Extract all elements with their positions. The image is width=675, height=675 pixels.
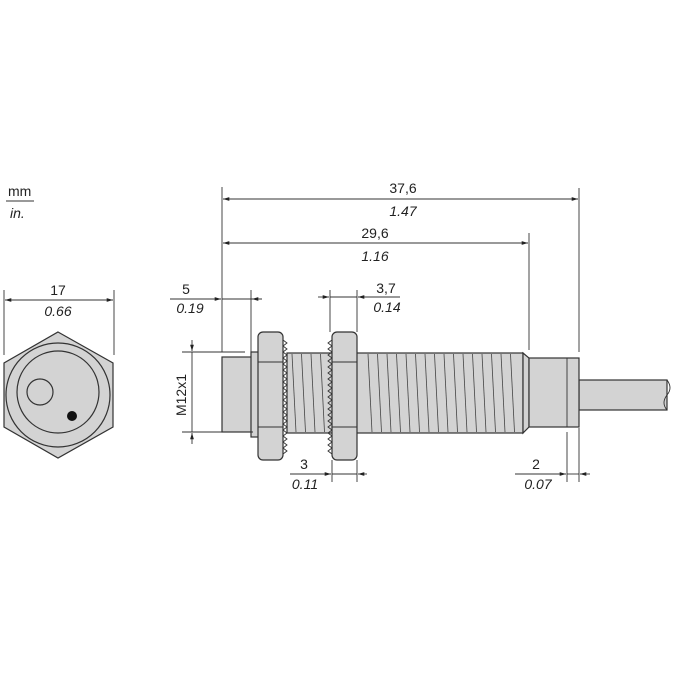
dimensions: 37,6 1.47 29,6 1.16 5 0.19 3,7 0.14 M12x… (170, 180, 590, 492)
thread-line (377, 353, 382, 433)
thread-line (500, 353, 506, 433)
serrated-washer (327, 339, 333, 455)
width-in: 0.66 (44, 303, 71, 319)
unit-inch: in. (10, 205, 25, 221)
indicator-dot (67, 411, 77, 421)
nut-front (257, 331, 284, 461)
thread-line (453, 353, 458, 433)
thread-line (443, 353, 449, 433)
thread-line (424, 353, 430, 433)
thread-line (396, 353, 401, 433)
face-length-in: 0.19 (176, 300, 203, 316)
thread-length-in: 1.16 (361, 248, 388, 264)
nut-rear (331, 331, 358, 461)
face-length-mm: 5 (182, 281, 190, 297)
thread-line (472, 353, 477, 433)
thread-line (320, 353, 325, 433)
cap-length-mm: 2 (532, 456, 540, 472)
nut-thickness-mm: 3,7 (376, 280, 396, 296)
overall-length-mm: 37,6 (389, 180, 416, 196)
thread-line (310, 353, 316, 433)
sensing-face (221, 356, 253, 433)
thread-line (386, 353, 392, 433)
thread-line (367, 353, 373, 433)
thread-line (481, 353, 487, 433)
nut-thickness-in: 0.14 (373, 299, 400, 315)
units-legend: mm in. (6, 183, 34, 221)
overall-length-in: 1.47 (389, 203, 417, 219)
thread-line (291, 353, 297, 433)
thread-line (301, 353, 306, 433)
width-mm: 17 (50, 282, 66, 298)
front-view: 17 0.66 (3, 282, 115, 459)
unit-mm: mm (8, 183, 31, 199)
nut-gap-in: 0.11 (292, 476, 318, 492)
rear-cap (528, 357, 580, 428)
cable (578, 379, 668, 411)
thread-line (434, 353, 439, 433)
nut-gap-mm: 3 (300, 456, 308, 472)
sensor-face (16, 350, 100, 434)
thread-length-mm: 29,6 (361, 225, 388, 241)
thread-label: M12x1 (173, 374, 189, 416)
thread-line (415, 353, 420, 433)
thread-line (462, 353, 468, 433)
serrated-washer (282, 339, 288, 455)
side-view (221, 331, 671, 461)
thread-line (491, 353, 496, 433)
cap-length-in: 0.07 (524, 476, 552, 492)
thread-line (405, 353, 411, 433)
thread-line (510, 353, 515, 433)
led-window (26, 378, 54, 406)
